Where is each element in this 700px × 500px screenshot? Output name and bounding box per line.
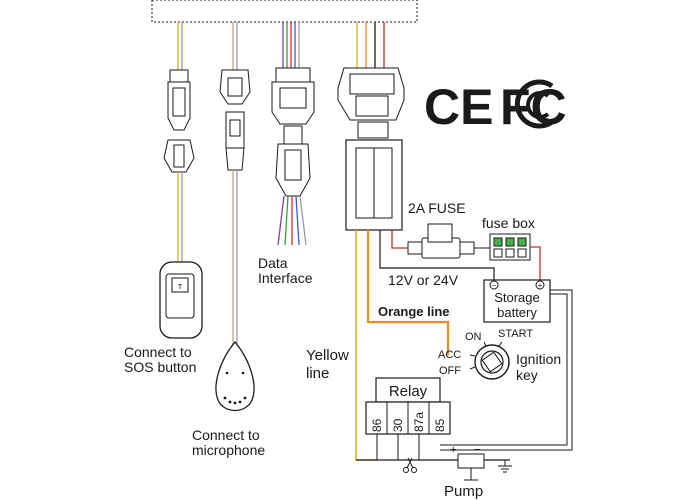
relay: Relay 86 30 87a 85 xyxy=(365,377,451,435)
red-wire-battery xyxy=(530,246,541,280)
sos-label-line1: Connect to xyxy=(124,344,192,360)
tracker-device-box xyxy=(151,0,418,23)
data-interface-label-line2: Interface xyxy=(258,270,313,286)
ignition-acc-label: ACC xyxy=(438,349,461,361)
power-harness xyxy=(337,22,405,231)
pump-label: Pump xyxy=(444,483,483,500)
ignition-label-line1: Ignition xyxy=(516,351,561,367)
fcc-logo: FC xyxy=(500,79,567,135)
battery-relay-wire-outer xyxy=(440,289,573,451)
pump-plus: + xyxy=(450,444,456,456)
fuse-box-label: fuse box xyxy=(482,215,535,231)
relay-pin-30: 30 xyxy=(391,418,405,432)
svg-text:−: − xyxy=(492,281,497,290)
battery-label-line1: Storage xyxy=(494,290,540,305)
microphone-cable xyxy=(219,22,251,345)
ignition-switch xyxy=(469,341,510,380)
ground-wire xyxy=(379,230,495,282)
svg-text:+: + xyxy=(538,281,543,290)
fuse xyxy=(407,223,490,259)
ignition-start-label: START xyxy=(498,328,533,340)
relay-pin-87a: 87a xyxy=(412,412,426,432)
microphone-label-line1: Connect to xyxy=(192,427,260,443)
sos-label-line2: SOS button xyxy=(124,359,196,375)
ignition-off-label: OFF xyxy=(439,365,461,377)
svg-text:CE: CE xyxy=(424,79,493,135)
battery-label-line2: battery xyxy=(497,305,537,320)
pump-minus: − xyxy=(474,444,480,456)
relay-pin-86: 86 xyxy=(370,418,384,432)
relay-pin-85: 85 xyxy=(433,418,447,432)
orange-wire xyxy=(366,230,450,355)
sos-button-glyph: ᴛ xyxy=(178,281,182,291)
yellow-line-label-line2: line xyxy=(306,365,329,382)
ignition-on-label: ON xyxy=(465,331,482,343)
yellow-line-label-line1: Yellow xyxy=(306,347,349,364)
ignition-label-line2: key xyxy=(516,367,538,383)
ce-logo: CE xyxy=(424,79,493,135)
battery-relay-wire-inner xyxy=(440,293,568,446)
sos-button-device: ᴛ xyxy=(159,261,203,339)
storage-battery: − + Storage battery xyxy=(483,279,551,323)
microphone-label-line2: microphone xyxy=(192,442,265,458)
fuse-box xyxy=(489,233,531,261)
data-interface-cable xyxy=(271,22,315,246)
fuse-label: 2A FUSE xyxy=(408,200,466,216)
voltage-label: 12V or 24V xyxy=(388,272,459,288)
red-wire xyxy=(391,230,408,249)
orange-line-label: Orange line xyxy=(378,304,450,319)
microphone-device xyxy=(215,340,255,412)
relay-label: Relay xyxy=(389,383,428,400)
data-interface-label-line1: Data xyxy=(258,255,288,271)
sos-cable xyxy=(163,22,195,270)
pump-circuit xyxy=(356,453,512,481)
